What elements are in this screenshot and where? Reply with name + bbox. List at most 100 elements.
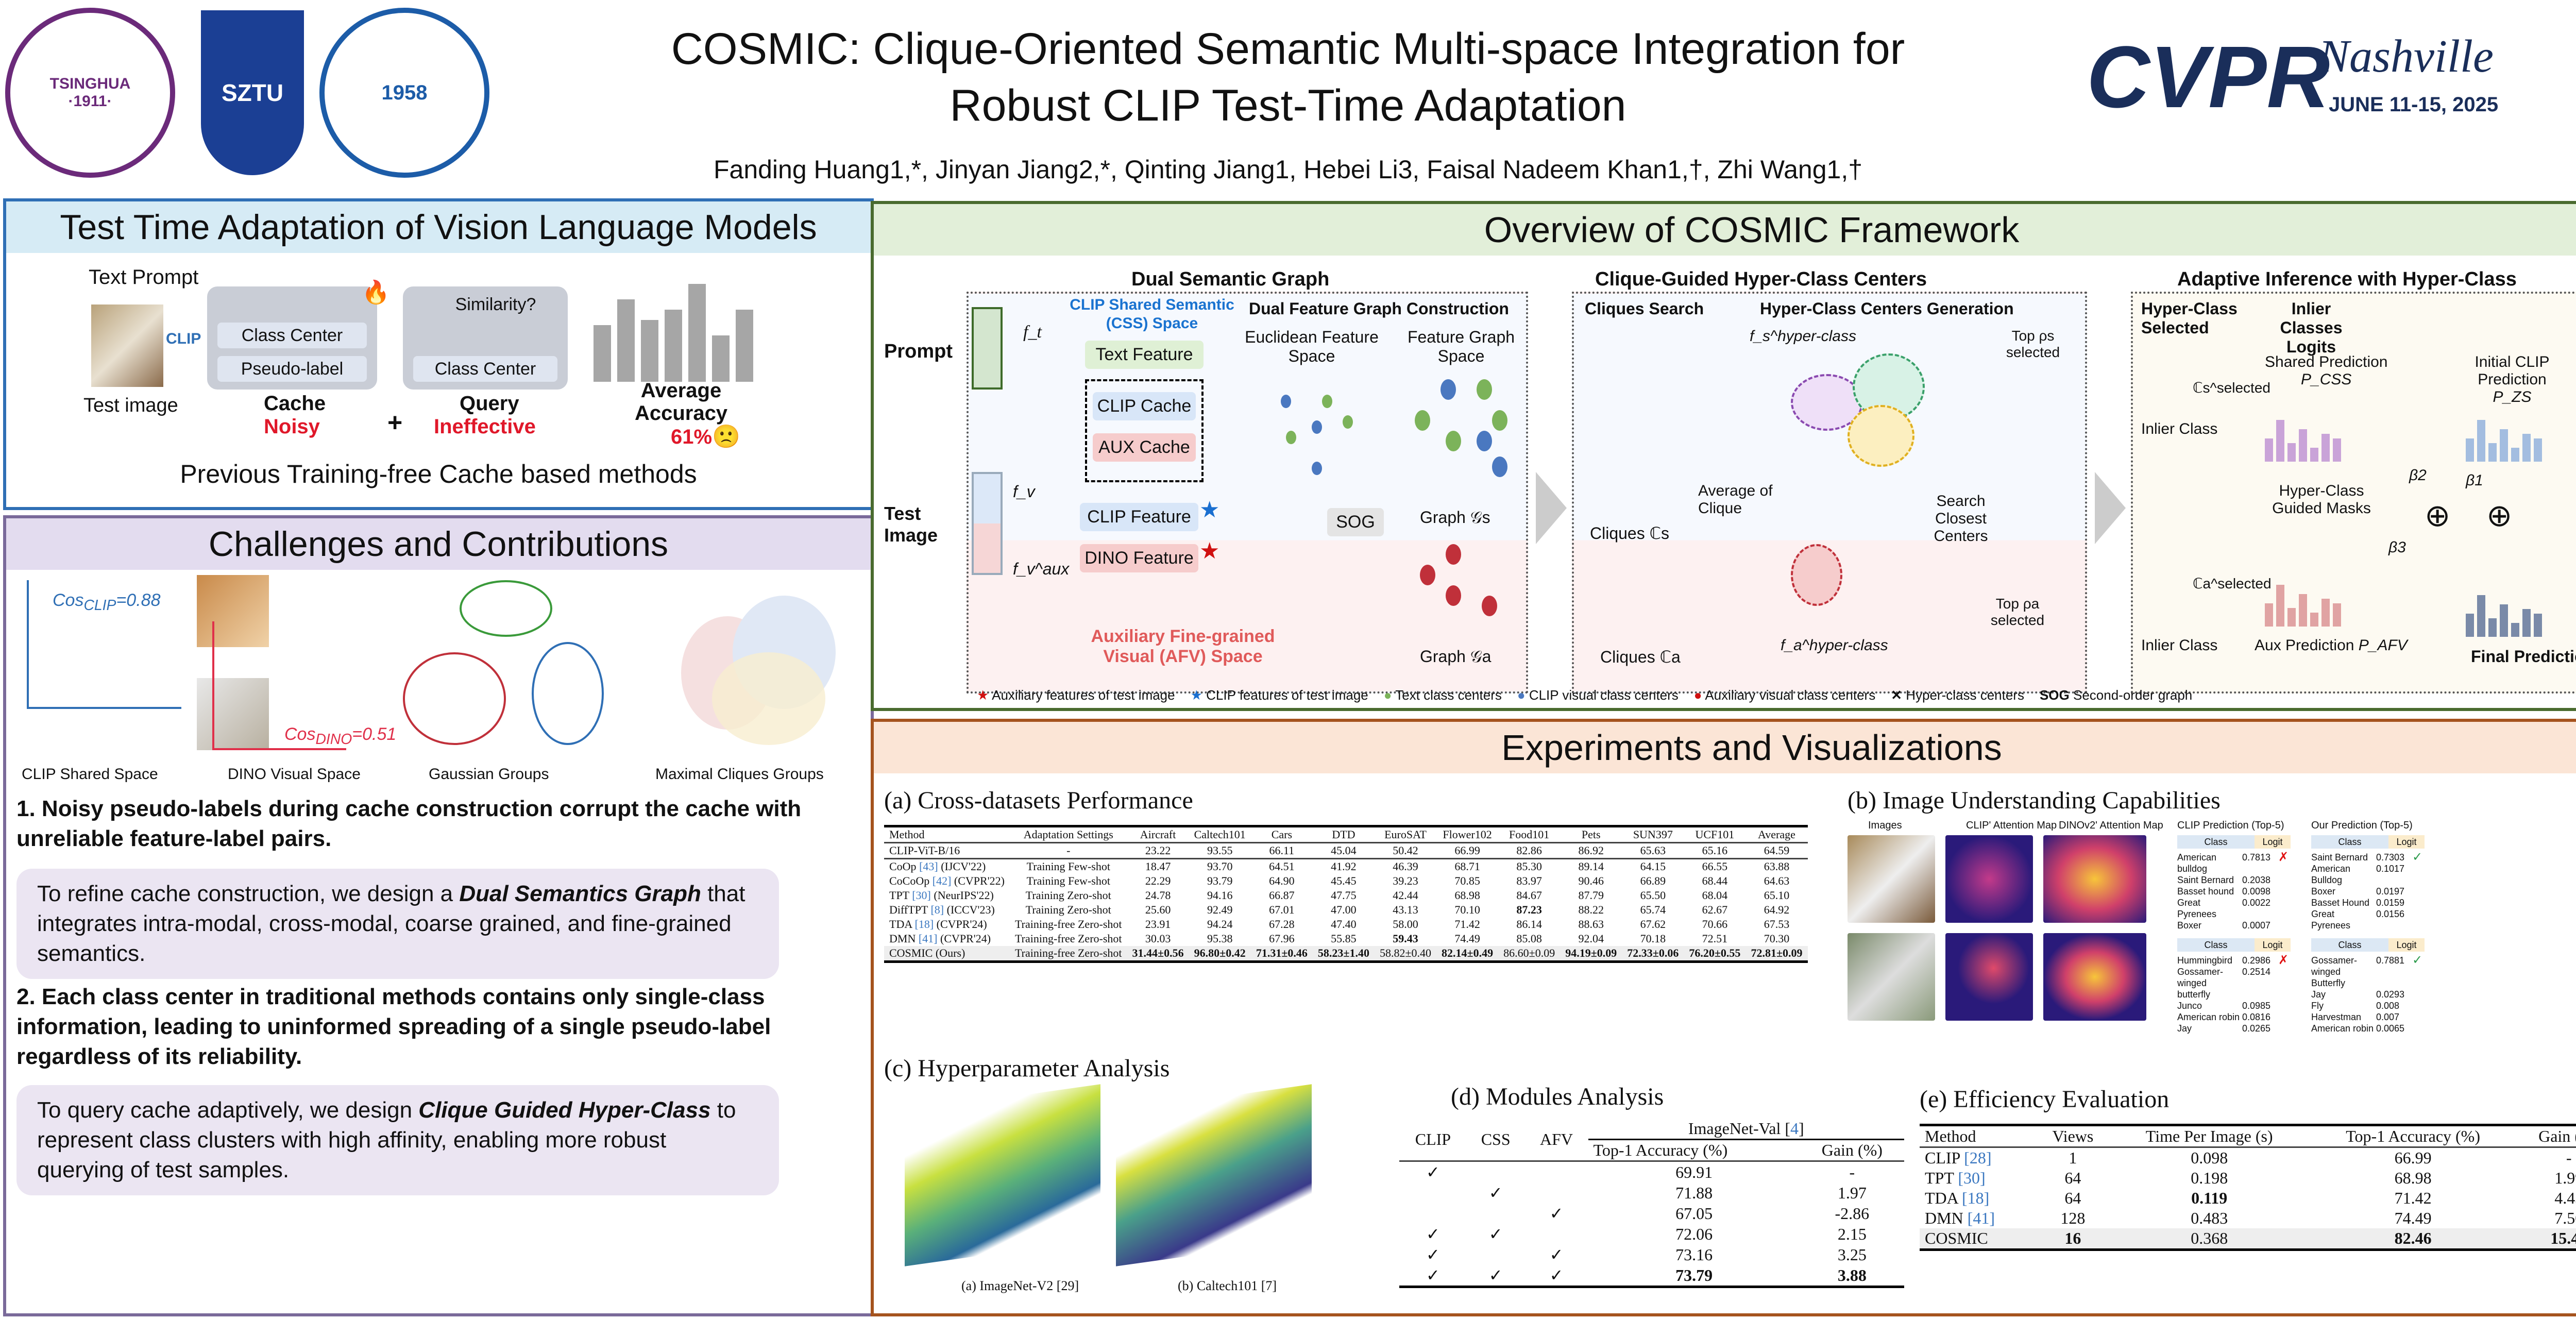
method-cell: DMN [41] (CVPR'24): [889, 932, 991, 945]
legend-clip-test: ★ CLIP features of test image: [1190, 687, 1368, 703]
clip-space-label: CLIP Shared Space: [22, 766, 158, 783]
table-cell: 47.00: [1331, 903, 1357, 916]
fv-aux-label: f_v^aux: [1013, 560, 1070, 578]
title-line-1: COSMIC: Clique-Oriented Semantic Multi-s…: [671, 24, 1905, 74]
sum-node-1: ⊕: [2425, 498, 2451, 533]
table-cell: 88.22: [1578, 903, 1604, 916]
table-cell: 71.42: [1454, 918, 1480, 931]
table-cell: 82.14±0.49: [1442, 946, 1494, 959]
legend-aux-test: ★ Auxiliary features of test image: [977, 687, 1175, 703]
table-cell: 47.40: [1331, 918, 1357, 931]
prediction-bar: [2511, 623, 2519, 637]
arrow-to-cghc: [1536, 472, 1567, 544]
table-cell: 50.42: [1393, 844, 1418, 857]
table-cell: 94.16: [1207, 889, 1233, 902]
aih-title: Adaptive Inference with Hyper-Class: [2177, 268, 2517, 290]
aux-cache-box: AUX Cache: [1093, 433, 1196, 462]
surface-plot-imagenet-v2: [905, 1084, 1100, 1266]
noisy-label: Noisy: [264, 415, 320, 438]
table-cell: 64.90: [1269, 874, 1295, 887]
table-cell: 39.23: [1393, 874, 1418, 887]
tsinghua-logo: TSINGHUA·1911·: [5, 8, 175, 178]
table-cell: 68.04: [1702, 889, 1728, 902]
cvpr-city: Nashville: [2318, 31, 2494, 82]
efficiency-caption: (e) Efficiency Evaluation: [1920, 1086, 2170, 1113]
guided-masks-label: Hyper-Class Guided Masks: [2272, 482, 2371, 517]
prediction-bar: [2310, 448, 2318, 462]
prediction-bar: [2276, 420, 2284, 462]
table-cell: 96.80±0.42: [1194, 946, 1246, 959]
beta2: β2: [2409, 467, 2427, 484]
table-cell: 86.14: [1516, 918, 1542, 931]
table-cell: 62.67: [1702, 903, 1728, 916]
top-a-label: Top ρa selected: [1990, 596, 2045, 628]
table-cell: 64.15: [1640, 860, 1666, 873]
table-row: DMN [41] (CVPR'24)Training-free Zero-sho…: [884, 932, 1808, 946]
sad-face-icon: 🙁: [712, 424, 740, 449]
table-cell: 88.63: [1578, 918, 1604, 931]
accuracy-value: 61%: [671, 426, 713, 448]
table-cell: 87.79: [1578, 889, 1604, 902]
table-cell: 41.92: [1331, 860, 1357, 873]
prediction-bar: [2265, 438, 2273, 462]
text-encoder: [972, 307, 1003, 390]
dog-image-2: [197, 678, 269, 750]
table-cell: 23.22: [1145, 844, 1171, 857]
ustc-logo: 1958: [319, 8, 489, 178]
legend-aux-centers: ● Auxiliary visual class centers: [1693, 687, 1876, 703]
dino-space-label: DINO Visual Space: [228, 766, 361, 783]
table-cell: 22.29: [1145, 874, 1171, 887]
legend: ★ Auxiliary features of test image ★ CLI…: [977, 687, 2192, 703]
column-header: Cars: [1271, 828, 1293, 841]
legend-sog: SOG Second-order graph: [2039, 687, 2193, 703]
dog-dino-attention: [2043, 835, 2146, 923]
table-cell: 92.49: [1207, 903, 1233, 916]
modules-caption: (d) Modules Analysis: [1451, 1083, 1664, 1110]
cvpr-logo: CVPR Nashville JUNE 11-15, 2025: [2087, 21, 2576, 155]
table-cell: 93.55: [1207, 844, 1233, 857]
accuracy-bar: [736, 310, 753, 382]
euclid-scatter: [1265, 379, 1368, 482]
table-cell: 64.51: [1269, 860, 1295, 873]
table-cell: Training Zero-shot: [1025, 903, 1111, 916]
column-header: Flower102: [1443, 828, 1492, 841]
table-cell: 65.50: [1640, 889, 1666, 902]
sum-node-2: ⊕: [2486, 498, 2513, 533]
euclid-label: Euclidean Feature Space: [1245, 328, 1379, 365]
avg-clique-label: Average of Clique: [1698, 482, 1773, 517]
accuracy-bar: [594, 325, 611, 382]
cghc-box: [1572, 292, 2087, 694]
table-row: ✓69.91-: [1426, 1162, 1855, 1182]
prediction-bar: [2299, 429, 2307, 462]
table-cell: 74.49: [1454, 932, 1480, 945]
method-cell: TDA [18] (CVPR'24): [889, 918, 987, 931]
query-class-center: Class Center: [413, 356, 557, 382]
cache-group: [1085, 379, 1204, 482]
table-cell: 85.30: [1516, 860, 1542, 873]
table-cell: 68.44: [1702, 874, 1728, 887]
table-cell: 67.53: [1764, 918, 1790, 931]
column-header: Food101: [1509, 828, 1550, 841]
check-icon: ✓: [2412, 953, 2423, 967]
accuracy-bars: [594, 268, 764, 382]
accuracy-bar: [641, 320, 658, 382]
text-prompt-label: Text Prompt: [89, 266, 199, 289]
table-cell: 42.44: [1393, 889, 1418, 902]
table-cell: 66.87: [1269, 889, 1295, 902]
clip-label: CLIP: [166, 330, 201, 347]
